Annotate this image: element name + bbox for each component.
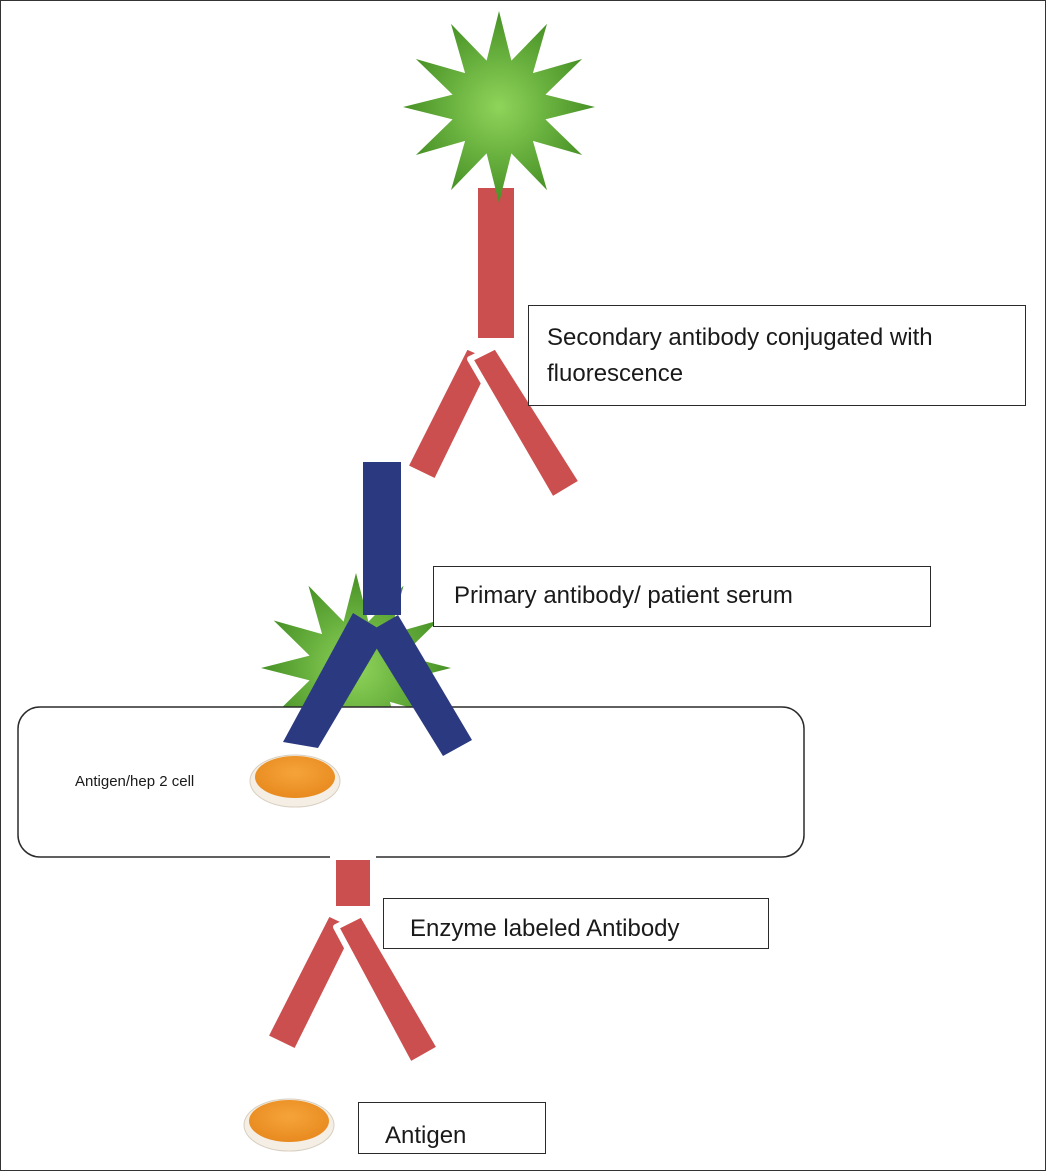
primary-antibody-label: Primary antibody/ patient serum <box>433 566 931 627</box>
primary-antibody-stem <box>363 462 401 615</box>
enzyme-labeled-antibody <box>262 854 443 1068</box>
primary-antibody-right-arm <box>367 615 472 756</box>
secondary-antibody-stem <box>472 182 520 344</box>
enzyme-antibody-stem <box>330 854 376 912</box>
hep-cell-label: Antigen/hep 2 cell <box>75 773 195 790</box>
free-antigen <box>243 1098 335 1152</box>
secondary-antibody <box>402 182 585 503</box>
secondary-antibody-label: Secondary antibody conjugated with fluor… <box>528 305 1026 406</box>
fluorescence-star-upper <box>403 11 595 203</box>
secondary-antibody-right-arm <box>467 343 585 503</box>
enzyme-antibody-right-arm <box>333 911 443 1068</box>
primary-antibody-left-arm <box>283 613 386 748</box>
antigen-label: Antigen <box>358 1102 546 1154</box>
hep-cell-box <box>17 706 805 858</box>
hep-cell-antigen <box>249 754 341 808</box>
enzyme-antibody-label: Enzyme labeled Antibody <box>383 898 769 949</box>
primary-antibody <box>283 462 472 756</box>
